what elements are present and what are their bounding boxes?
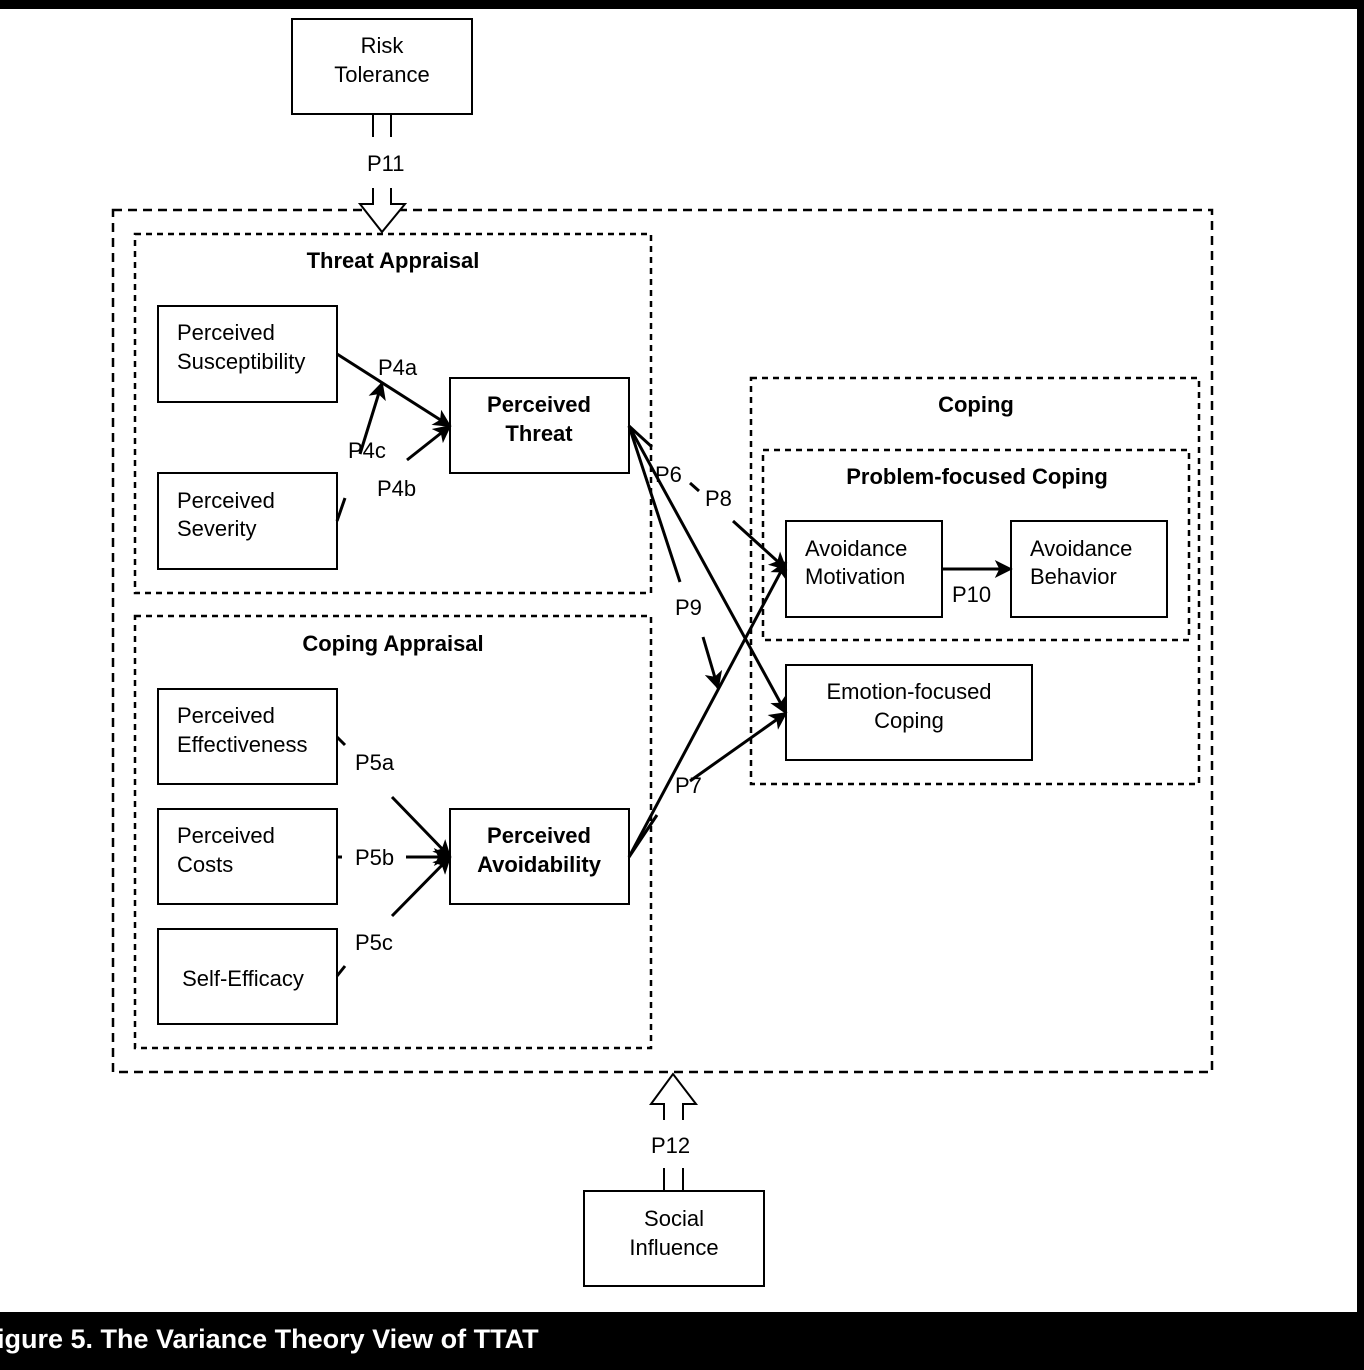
risk-tolerance-box [291,18,473,115]
threat-appraisal-group [133,232,653,595]
emotion-focused-coping-label: Emotion-focused [826,679,991,704]
perceived-threat-label: Perceived [487,392,591,417]
p4c-label: P4c [348,438,386,463]
problem-focused-coping-title: Problem-focused Coping [846,464,1108,489]
p6-label: P6 [655,462,682,487]
coping-appraisal-group [133,614,653,1050]
perceived-effectiveness-label: Perceived [177,703,275,728]
p4c-arrow [335,383,382,522]
perceived-avoidability-label: Perceived [487,823,591,848]
ttat-diagram: Threat Appraisal Coping Appraisal Coping… [111,18,1214,1287]
avoidance-behavior-box [1010,520,1168,618]
p5c-label: P5c [355,930,393,955]
risk-tolerance-label: Risk [361,33,405,58]
perceived-severity-label: Severity [177,516,256,541]
p5b-label: P5b [355,845,394,870]
p8-arrow [627,560,788,858]
outer-model-boundary [111,208,1214,1074]
avoidance-behavior-label: Behavior [1030,564,1117,589]
p11-label: P11 [367,151,405,176]
right-border [1357,0,1364,1312]
perceived-threat-box [449,377,630,474]
p12-arrow [649,1072,699,1191]
coping-title: Coping [938,392,1014,417]
coping-appraisal-title: Coping Appraisal [302,631,483,656]
self-efficacy-box [157,928,338,1025]
perceived-threat-label: Threat [505,421,573,446]
perceived-avoidability-label: Avoidability [477,852,602,877]
social-influence-label: Social [644,1206,704,1231]
p9-label: P9 [675,595,702,620]
p5c-arrow [335,857,450,977]
avoidance-motivation-label: Avoidance [805,536,907,561]
risk-tolerance-label: Tolerance [334,62,429,87]
perceived-susceptibility-label: Susceptibility [177,349,305,374]
p10-label: P10 [952,582,991,607]
p4b-arrow [406,424,452,462]
p12-label: P12 [651,1133,690,1158]
perceived-severity-label: Perceived [177,488,275,513]
coping-group [749,376,1201,786]
top-border [0,0,1364,9]
figure-caption: igure 5. The Variance Theory View of TTA… [0,1324,539,1354]
p7-label: P7 [675,773,702,798]
perceived-costs-label: Perceived [177,823,275,848]
emotion-focused-coping-label: Coping [874,708,944,733]
social-influence-label: Influence [629,1235,718,1260]
avoidance-motivation-label: Motivation [805,564,905,589]
p8-label: P8 [705,486,732,511]
perceived-avoidability-box [449,808,630,905]
perceived-costs-label: Costs [177,852,233,877]
p9-arrow [627,425,718,688]
caption-bar: igure 5. The Variance Theory View of TTA… [0,1312,1364,1370]
p4a-label: P4a [378,355,418,380]
threat-appraisal-title: Threat Appraisal [307,248,480,273]
p7-arrow [627,713,786,858]
social-influence-box [583,1190,765,1287]
avoidance-motivation-box [785,520,943,618]
avoidance-behavior-label: Avoidance [1030,536,1132,561]
p5a-label: P5a [355,750,395,775]
perceived-effectiveness-label: Effectiveness [177,732,307,757]
problem-focused-coping-group [761,448,1191,642]
perceived-susceptibility-label: Perceived [177,320,275,345]
self-efficacy-label: Self-Efficacy [182,966,304,991]
perceived-effectiveness-box [157,688,338,785]
p11-arrow [357,114,408,234]
p4b-label: P4b [377,476,416,501]
p9b-arrow [627,425,788,715]
